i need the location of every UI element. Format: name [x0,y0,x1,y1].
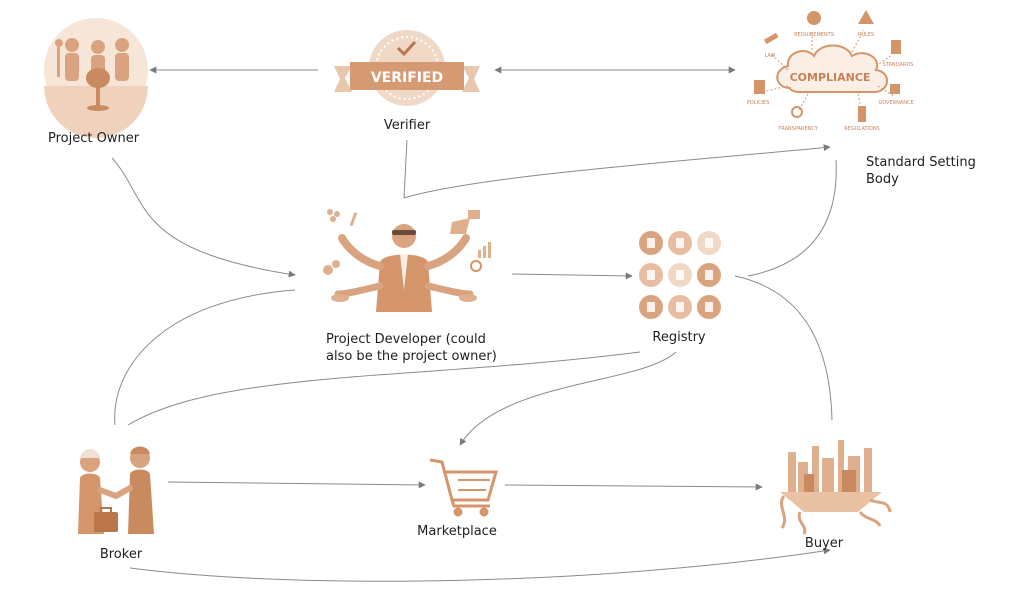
edge-registry-to-standard [747,159,837,277]
broker-label: Broker [99,547,143,562]
standard-setting-body-label: Standard Setting Body [866,154,976,188]
buyer-label: Buyer [804,536,844,551]
project-owner-label: Project Owner [48,131,140,146]
compliance-item: GOVERNANCE [878,100,913,106]
project-developer-line2: also be the project owner) [326,349,497,364]
edge-developer-to-verifier [403,139,408,199]
registry-document-icon [697,263,721,287]
registry-document-icon [668,295,692,319]
compliance-item: RULES [858,32,874,38]
edge-broker-to-marketplace [167,481,426,489]
registry-document-icon [668,231,692,255]
edge-registry-to-marketplace [459,351,677,446]
compliance-item: REGULATIONS [844,126,879,132]
compliance-item: STANDARDS [883,62,914,68]
verified-badge-text: VERIFIED [371,70,443,86]
standard-setting-body-line2: Body [866,172,899,187]
registry-document-icon [697,231,721,255]
compliance-item: POLICIES [747,100,770,106]
registry-document-icon [639,263,663,287]
compliance-center-text: COMPLIANCE [790,71,871,84]
project-developer-icon [323,209,491,312]
registry-label: Registry [652,330,706,345]
compliance-icon: COMPLIANCE LAW REQUIREMENTS RULES [747,10,914,132]
registry-document-icon [639,231,663,255]
broker-icon [78,446,154,534]
edge-registry-to-buyer [734,275,833,421]
registry-document-icon [697,295,721,319]
edge-broker-to-registry [127,351,641,426]
edge-owner-to-developer [111,157,296,278]
project-developer-line1: Project Developer (could [326,332,486,347]
compliance-item: LAW [765,53,776,59]
edge-broker-to-buyer [129,547,831,582]
buyer-city-icon [779,440,892,535]
registry-document-icon [639,295,663,319]
compliance-item: REQUIREMENTS [794,32,834,38]
registry-icon [639,231,721,319]
edge-broker-to-developer [114,289,296,426]
connectors [111,66,837,582]
verifier-label: Verifier [383,118,431,133]
standard-setting-body-line1: Standard Setting [866,155,976,170]
edge-marketplace-to-buyer [504,483,763,491]
project-owner-icon [44,18,148,138]
registry-document-icon [668,263,692,287]
compliance-item: TRANSPARENCY [777,126,819,132]
edge-developer-to-standard [403,144,831,199]
edge-developer-to-registry [511,272,633,280]
verifier-badge-icon: VERIFIED [334,30,480,106]
marketplace-label: Marketplace [417,524,497,539]
project-developer-label: Project Developer (could also be the pro… [326,331,497,365]
marketplace-cart-icon [429,458,498,517]
